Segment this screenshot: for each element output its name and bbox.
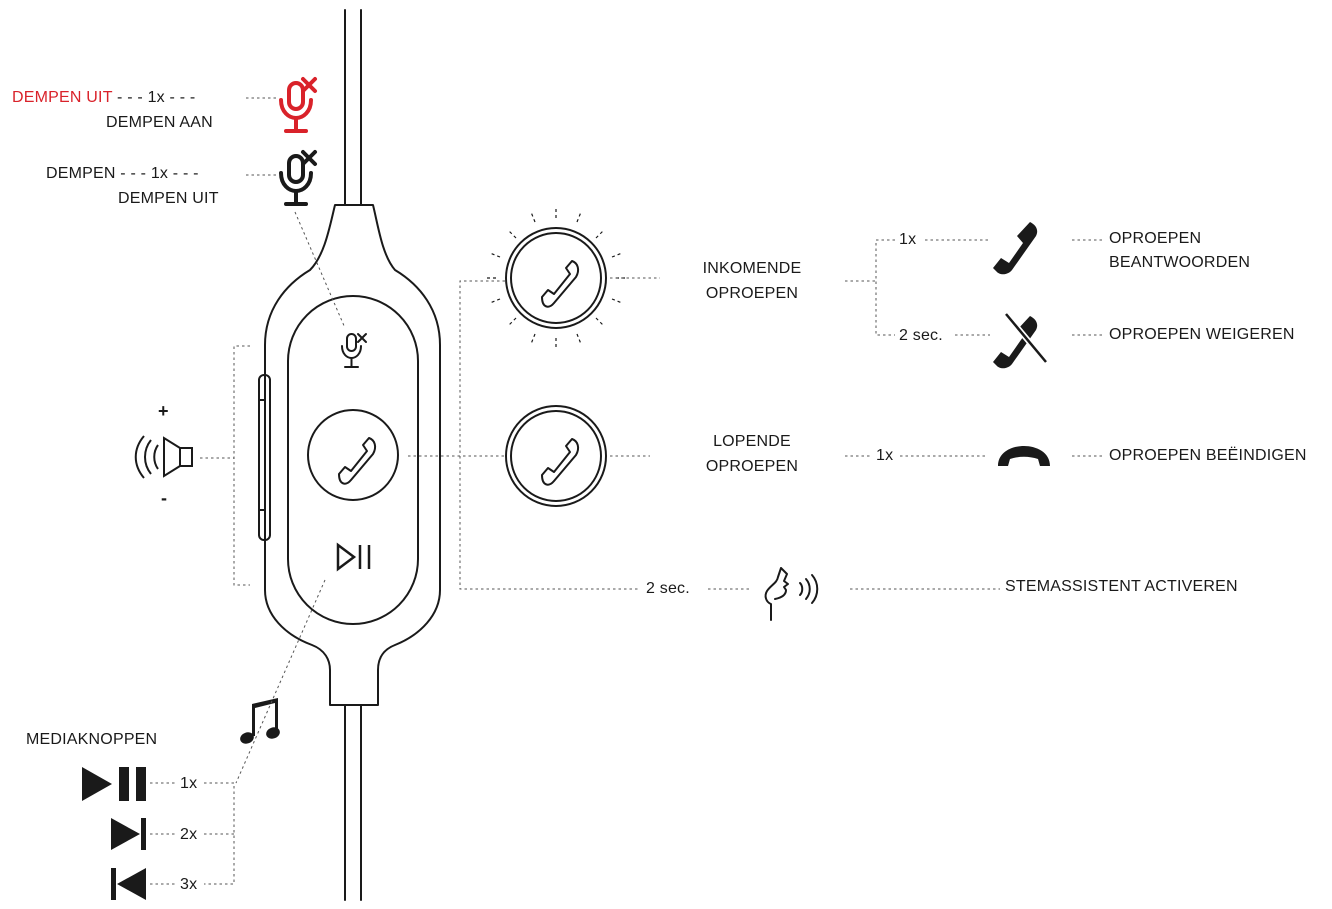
mute-top-dash2: - - - xyxy=(164,89,196,106)
volume-minus: - xyxy=(161,488,168,508)
ongoing-label-line1: LOPENDE xyxy=(713,433,791,450)
media-next-press: 2x xyxy=(180,826,198,843)
phone-answer-icon xyxy=(993,222,1038,275)
decline-press: 2 sec. xyxy=(899,327,943,344)
handset-ongoing-icon xyxy=(541,438,580,486)
next-track-icon xyxy=(111,818,146,850)
remote-inner-panel xyxy=(287,295,419,625)
volume-plus: + xyxy=(158,401,169,421)
mute-top-label: DEMPEN UIT - - - 1x - - - xyxy=(12,88,195,108)
incoming-label-line2: OPROEPEN xyxy=(705,285,799,302)
mute-top-dash1: - - - xyxy=(117,89,148,106)
decline-label: OPROEPEN WEIGEREN xyxy=(1109,326,1295,343)
remote-body-outer xyxy=(264,204,441,706)
ongoing-call-button-inner xyxy=(510,410,602,502)
media-prev-press: 3x xyxy=(180,876,198,893)
handset-remote-icon xyxy=(338,437,377,485)
phone-decline-icon xyxy=(993,312,1049,369)
ringing-rays xyxy=(486,208,626,348)
mute-second-dash2: - - - xyxy=(168,165,199,182)
mic-remote-icon xyxy=(341,333,367,368)
phone-hangup-icon xyxy=(998,446,1050,466)
media-title: MEDIAKNOPPEN xyxy=(26,731,158,748)
mute-second-count: 1x xyxy=(150,165,169,182)
mute-top-line1: DEMPEN UIT xyxy=(12,89,113,106)
remote-call-button xyxy=(307,409,399,501)
answer-label-line2: BEANTWOORDEN xyxy=(1109,254,1251,271)
speaker-icon xyxy=(134,435,193,479)
music-note-icon xyxy=(240,698,280,744)
mute-second-line1: DEMPEN xyxy=(46,165,116,182)
mute-second-dash1: - - - xyxy=(115,165,151,182)
leader-lines xyxy=(150,97,1104,885)
incoming-label-line1: INKOMENDE xyxy=(702,260,802,277)
incoming-call-button-outer xyxy=(505,227,607,329)
mic-muted-black-icon xyxy=(279,150,317,206)
play-pause-media-icon xyxy=(82,767,146,801)
ongoing-call-button-outer xyxy=(505,405,607,507)
ongoing-label-line2: OPROEPEN xyxy=(705,458,799,475)
media-play-press: 1x xyxy=(180,775,198,792)
incoming-call-button-inner xyxy=(510,232,602,324)
end-label: OPROEPEN BEËINDIGEN xyxy=(1109,447,1307,464)
mute-second-label: DEMPEN - - - 1x - - - xyxy=(46,164,199,184)
mute-top-line2: DEMPEN AAN xyxy=(106,114,213,131)
voice-assistant-icon xyxy=(764,567,819,621)
handset-incoming-icon xyxy=(541,260,580,308)
previous-track-icon xyxy=(111,868,146,900)
play-pause-remote-icon xyxy=(336,542,371,572)
answer-press: 1x xyxy=(899,231,917,248)
mute-second-line2: DEMPEN UIT xyxy=(118,190,219,207)
mute-top-count: 1x xyxy=(147,89,165,106)
answer-label-line1: OPROEPEN xyxy=(1109,230,1202,247)
voice-press: 2 sec. xyxy=(646,580,690,597)
voice-label: STEMASSISTENT ACTIVEREN xyxy=(1005,578,1238,595)
mic-muted-red-icon xyxy=(279,77,317,133)
volume-rocker xyxy=(258,374,271,541)
end-press: 1x xyxy=(876,447,894,464)
